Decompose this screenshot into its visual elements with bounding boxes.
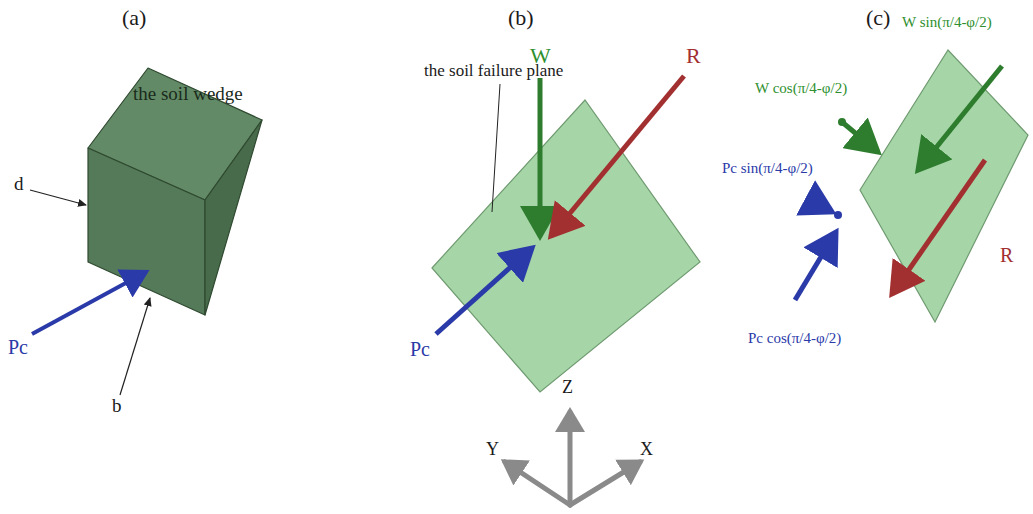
force-arrow <box>551 76 684 236</box>
part-name: the soil failure plane <box>424 62 563 81</box>
force-label: W cos(π/4-φ/2) <box>755 80 847 97</box>
leader-line <box>492 84 500 212</box>
force-arrow <box>795 232 836 300</box>
leader-line <box>30 190 86 205</box>
force-arrow <box>892 160 985 294</box>
panel-label: (c) <box>866 6 890 30</box>
force-label: R <box>1000 244 1013 266</box>
force-label: W sin(π/4-φ/2) <box>902 14 992 31</box>
force-label: Pc sin(π/4-φ/2) <box>722 160 813 177</box>
force-label: R <box>686 44 701 68</box>
soil-wedge <box>88 68 262 315</box>
failure-plane <box>432 100 700 392</box>
axis-label: Z <box>562 378 573 398</box>
arrow-tail <box>834 211 842 219</box>
force-arrow <box>538 78 543 236</box>
failure-plane <box>860 50 1028 322</box>
leader-line <box>120 298 150 395</box>
force-label: Pc <box>410 338 430 360</box>
axes <box>505 412 640 505</box>
force-arrow <box>842 122 878 152</box>
force-label: Pc cos(π/4-φ/2) <box>748 330 841 347</box>
arrow-tail <box>838 118 846 126</box>
axis-label: Y <box>486 440 499 460</box>
part-name: the soil wedge <box>133 84 243 105</box>
dimension-label: b <box>112 396 122 417</box>
dimension-label: d <box>14 174 24 195</box>
axis-label: X <box>640 440 653 460</box>
force-label: Pc <box>8 336 28 358</box>
panel-label: (b) <box>508 6 534 30</box>
panel-label: (a) <box>122 6 146 30</box>
force-arrow <box>918 66 1002 170</box>
force-arrow <box>806 198 832 212</box>
force-arrow <box>436 248 532 334</box>
force-arrow <box>32 272 146 334</box>
